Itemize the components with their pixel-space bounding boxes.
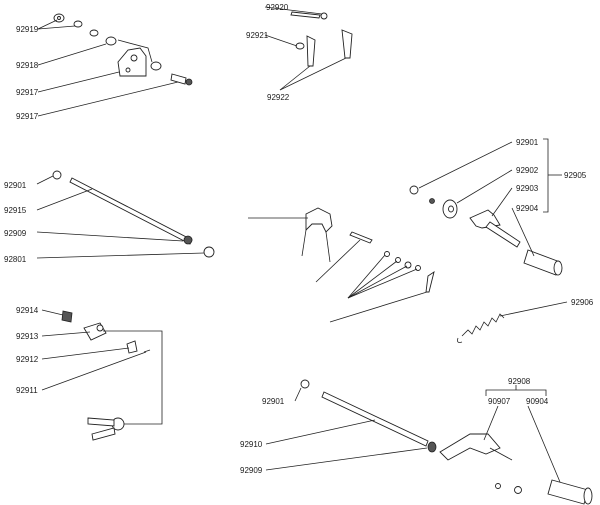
nut-part bbox=[300, 379, 310, 389]
callout-92918: 92918 bbox=[16, 61, 39, 70]
callout-92903: 92903 bbox=[516, 184, 539, 193]
group-center-fork bbox=[248, 207, 435, 323]
callout-labels: 92919 92918 92917 92917 92920 92921 9292… bbox=[4, 3, 594, 475]
bracket-part bbox=[117, 47, 147, 77]
long-rod-part bbox=[321, 391, 429, 447]
group-lever-lower bbox=[265, 379, 593, 505]
callout-92919: 92919 bbox=[16, 25, 39, 34]
callout-90904: 90904 bbox=[526, 397, 549, 406]
callout-92905: 92905 bbox=[564, 171, 587, 180]
callout-92906: 92906 bbox=[571, 298, 594, 307]
group-clip-assembly bbox=[264, 6, 353, 91]
nut-part bbox=[203, 246, 215, 258]
key-part bbox=[91, 427, 116, 441]
callout-92908: 92908 bbox=[508, 377, 531, 386]
lock-barrel-part bbox=[83, 322, 107, 341]
long-rod-part bbox=[69, 177, 193, 245]
clip-part bbox=[341, 29, 353, 59]
group-lock-assembly bbox=[41, 309, 163, 441]
grip-part bbox=[523, 249, 561, 276]
callout-92917: 92917 bbox=[16, 88, 39, 97]
bolt-part bbox=[170, 73, 187, 85]
key-part bbox=[87, 417, 115, 427]
callout-92909: 92909 bbox=[4, 229, 27, 238]
lock-plate-part bbox=[126, 340, 138, 354]
callout-92911: 92911 bbox=[16, 386, 38, 395]
nut-part bbox=[409, 185, 419, 195]
callout-92904: 92904 bbox=[516, 204, 539, 213]
lever-part bbox=[439, 433, 501, 461]
callout-92910: 92910 bbox=[240, 440, 263, 449]
fork-part bbox=[305, 207, 333, 233]
callout-92801: 92801 bbox=[4, 255, 27, 264]
group-lever-right bbox=[409, 138, 563, 276]
pin-part bbox=[349, 231, 373, 244]
nut-part bbox=[150, 61, 162, 71]
washer-part bbox=[89, 29, 99, 37]
callout-92901-right: 92901 bbox=[516, 138, 539, 147]
clip-part bbox=[306, 35, 316, 67]
nut-part bbox=[105, 36, 117, 46]
group-bracket-assembly bbox=[37, 13, 193, 117]
callout-92901-lower: 92901 bbox=[262, 397, 285, 406]
callout-92920: 92920 bbox=[266, 3, 289, 12]
callout-92917b: 92917 bbox=[16, 112, 39, 121]
callout-92922: 92922 bbox=[267, 93, 290, 102]
callout-92915: 92915 bbox=[4, 206, 27, 215]
spacer-part bbox=[427, 441, 437, 453]
lock-nut-part bbox=[61, 310, 73, 323]
group-rod-left bbox=[36, 170, 215, 259]
spacer-part bbox=[183, 235, 193, 245]
callout-92902: 92902 bbox=[516, 166, 539, 175]
grip-part bbox=[547, 479, 589, 505]
callout-92901: 92901 bbox=[4, 181, 27, 190]
group-spring bbox=[457, 301, 568, 343]
washer-part bbox=[295, 42, 305, 50]
callout-92921: 92921 bbox=[246, 31, 269, 40]
pin-part bbox=[290, 11, 321, 19]
callout-92912: 92912 bbox=[16, 355, 39, 364]
nut-part bbox=[52, 170, 62, 180]
callout-92914: 92914 bbox=[16, 306, 39, 315]
washer-part bbox=[73, 20, 83, 28]
callout-92909-lower: 92909 bbox=[240, 466, 263, 475]
callout-92913: 92913 bbox=[16, 332, 39, 341]
callout-90907: 90907 bbox=[488, 397, 511, 406]
